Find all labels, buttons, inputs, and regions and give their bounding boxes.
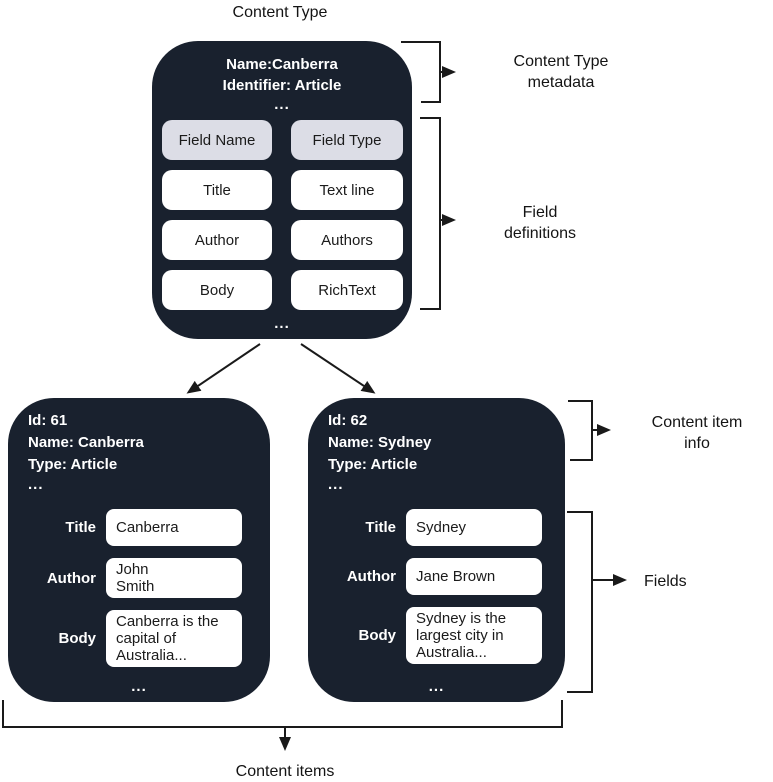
field-row-author: Author John Smith [28,558,270,598]
field-value: Canberra is the capital of Australia... [106,610,242,667]
arrow-type-to-item-61-icon [186,343,261,394]
field-label: Body [58,630,97,647]
content-type-box: Name:Canberra Identifier: Article ... Fi… [152,41,412,339]
field-type-header-cell: Field Type [291,120,403,160]
field-value: Jane Brown [406,558,542,595]
field-type-cell: Text line [291,170,403,210]
field-type-cell: Authors [291,220,403,260]
annotation-content-type-metadata: Content Type metadata [513,53,609,91]
field-label: Title [65,519,96,536]
field-name-cell: Body [162,270,272,310]
item-type-line: Type: Article [328,456,418,473]
field-label: Author [46,569,96,587]
arrow-type-to-item-62-icon [300,343,376,394]
field-row-body: Body Sydney is the largest city in Austr… [328,607,565,664]
field-value: Sydney is the largest city in Australia.… [406,607,542,664]
field-row-title: Title Canberra [28,509,270,546]
bracket-fields-icon [567,511,627,693]
field-row-title: Title Sydney [328,509,565,546]
field-value: Canberra [106,509,242,546]
field-label: Author [346,568,396,585]
more-fields-ellipsis: ... [131,678,147,695]
field-row-body: Body Canberra is the capital of Australi… [28,610,270,667]
field-label: Title [365,519,396,536]
annotation-fields: Fields [644,573,687,590]
field-definition-table: Field Name Field Type Title Text line Au… [152,112,412,310]
field-name-header-cell: Field Name [162,120,272,160]
bracket-content-item-info-icon [568,400,611,461]
more-fields-ellipsis: ... [428,678,445,695]
content-item-fields: Title Sydney Author Jane Brown Body Sydn… [308,509,565,664]
bracket-content-items-icon [2,700,563,751]
more-fields-ellipsis: ... [274,315,290,332]
field-row-author: Author Jane Brown [328,558,565,595]
metadata-line-name: Name:Canberra [226,56,338,73]
annotation-content-item-info: Content item info [651,414,743,452]
item-name-line: Name: Canberra [28,434,144,451]
item-id-line: Id: 62 [328,412,368,429]
field-value: Sydney [406,509,542,546]
field-value: John Smith [106,558,242,598]
content-type-metadata: Name:Canberra Identifier: Article ... [152,41,412,112]
content-item-box-62: Id: 62 Name: Sydney Type: Article ... Ti… [308,398,565,702]
content-item-box-61: Id: 61 Name: Canberra Type: Article ... … [8,398,270,702]
annotation-content-items: Content items [235,763,335,780]
item-name-line: Name: Sydney [328,434,432,451]
content-item-info-block: Id: 62 Name: Sydney Type: Article ... [308,398,565,492]
field-type-cell: RichText [291,270,403,310]
item-info-ellipsis: ... [328,476,344,493]
metadata-ellipsis: ... [274,96,290,113]
bracket-content-type-metadata-icon [401,41,456,103]
content-item-fields: Title Canberra Author John Smith Body Ca… [8,509,270,667]
item-info-ellipsis: ... [28,476,44,493]
diagram-title: Content Type [232,4,328,21]
content-item-info-block: Id: 61 Name: Canberra Type: Article ... [8,398,270,492]
item-id-line: Id: 61 [28,412,68,429]
annotation-field-definitions: Field definitions [503,204,577,242]
metadata-line-identifier: Identifier: Article [222,77,342,94]
item-type-line: Type: Article [28,456,118,473]
field-name-cell: Title [162,170,272,210]
field-label: Body [358,627,397,644]
field-name-cell: Author [162,220,272,260]
bracket-field-definitions-icon [420,117,456,310]
